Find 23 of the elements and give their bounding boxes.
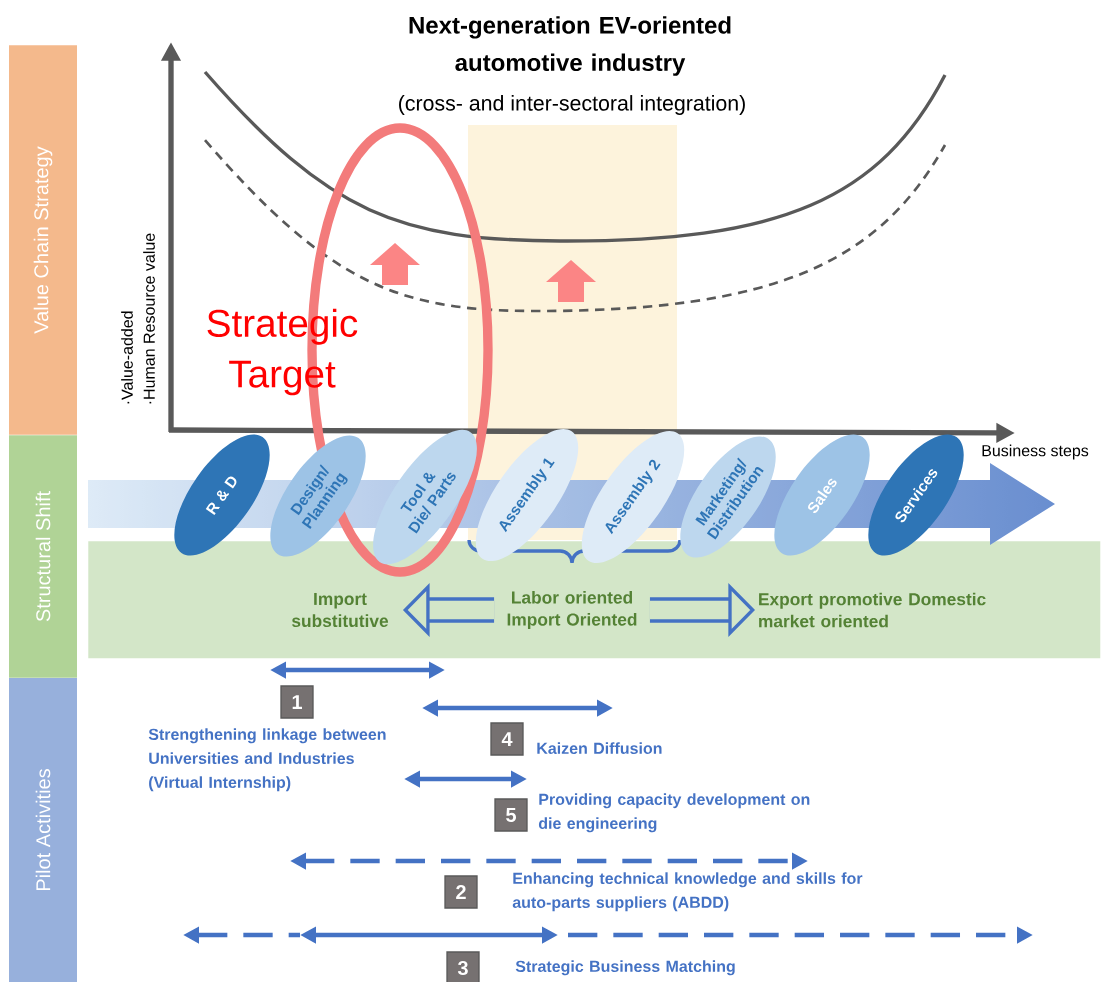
number-box: 4 <box>490 722 524 756</box>
activity-text: Kaizen Diffusion <box>537 742 662 754</box>
shift-label: Import substitutive <box>292 592 389 628</box>
axis-label: ·Value-added <box>121 311 133 404</box>
shift-label: Labor oriented Import Oriented <box>507 590 637 630</box>
number-box: 5 <box>494 798 528 832</box>
axis-label: ·Human Resource value <box>143 233 155 404</box>
section-band: Value Chain Strategy <box>9 45 77 435</box>
chart-title: Next-generation EV-oriented automotive industry <box>409 16 731 76</box>
shift-label: Export promotive Domestic market oriented <box>759 592 986 628</box>
target-label: Strategic Target <box>207 308 358 396</box>
activity-text: Enhancing technical knowledge and skills for auto-parts suppliers (ABDD) <box>512 872 863 912</box>
shift-band <box>88 541 1101 659</box>
chart-subtitle: (cross- and inter-sectoral integration) <box>399 95 745 115</box>
number-box: 3 <box>446 951 480 982</box>
axis-label: Business steps <box>982 444 1089 460</box>
activity-text: Strengthening linkage between Universities and Industries (Virtual Internship) <box>148 728 386 792</box>
number-box: 1 <box>280 685 314 719</box>
activity-text: Providing capacity development on die engineering <box>538 793 810 833</box>
number-box: 2 <box>444 875 478 909</box>
section-band: Structural Shift <box>9 435 77 678</box>
section-band: Pilot Activities <box>9 678 77 982</box>
activity-text: Strategic Business Matching <box>515 960 735 976</box>
